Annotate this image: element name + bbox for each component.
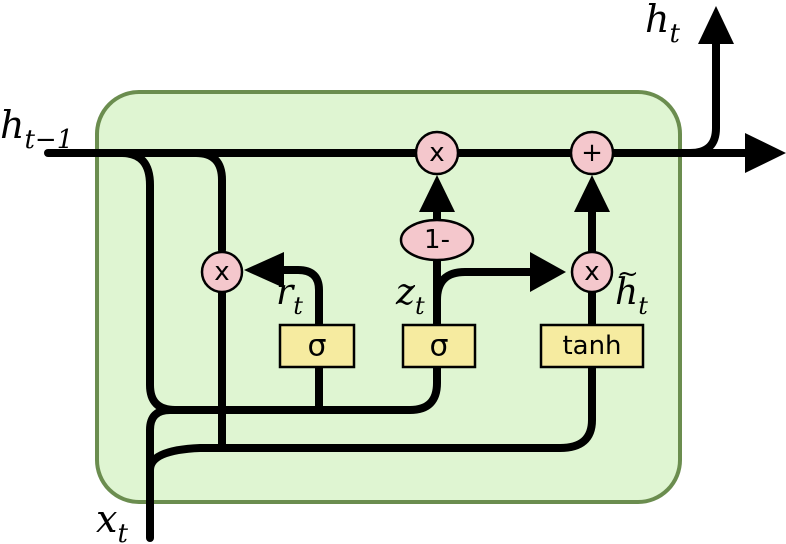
gru-cell-box [95, 90, 682, 504]
candidate-multiply-label: x [584, 257, 599, 287]
reset-gate-box [278, 323, 356, 369]
candidate-arrowhead [574, 175, 610, 212]
one-minus-arrowhead [419, 175, 455, 212]
add-node [569, 130, 615, 176]
reset-gate-wire [276, 266, 323, 412]
hprev-reset-wire [192, 149, 226, 254]
update-gate-label: σ [429, 329, 448, 364]
h-candidate-label: ht [615, 272, 648, 320]
add-label: + [581, 138, 603, 168]
reset-multiply-label: x [214, 257, 229, 287]
h-candidate-tilde: ~ [617, 259, 639, 289]
x-input-label: xt [96, 497, 128, 544]
top-multiply-label: x [429, 138, 444, 168]
input-wire [146, 364, 441, 542]
r-gate-label: rt [276, 272, 303, 320]
output-branch-wire [686, 36, 720, 157]
update-to-candidate-wire [433, 268, 539, 304]
top-multiply-node [414, 130, 460, 176]
update-gate-box [401, 323, 477, 369]
hidden-state-arrowhead [745, 133, 786, 173]
z-gate-label: zt [395, 272, 425, 320]
h-out-label: ht [645, 0, 680, 49]
candidate-gate-label: tanh [562, 331, 621, 361]
one-minus-node [399, 218, 475, 262]
reset-gate-label: σ [307, 329, 326, 364]
output-arrowhead [698, 6, 734, 44]
reset-to-tanh-wire [146, 286, 596, 474]
update-arrowhead [530, 252, 566, 292]
h-prev-label: ht−1 [0, 103, 73, 155]
reset-arrowhead [244, 252, 284, 288]
reset-multiply-node [200, 250, 244, 294]
hprev-to-gates-wire [118, 149, 179, 414]
candidate-gate-box [539, 323, 645, 369]
one-minus-label: 1- [424, 225, 450, 255]
candidate-multiply-node [570, 250, 614, 294]
